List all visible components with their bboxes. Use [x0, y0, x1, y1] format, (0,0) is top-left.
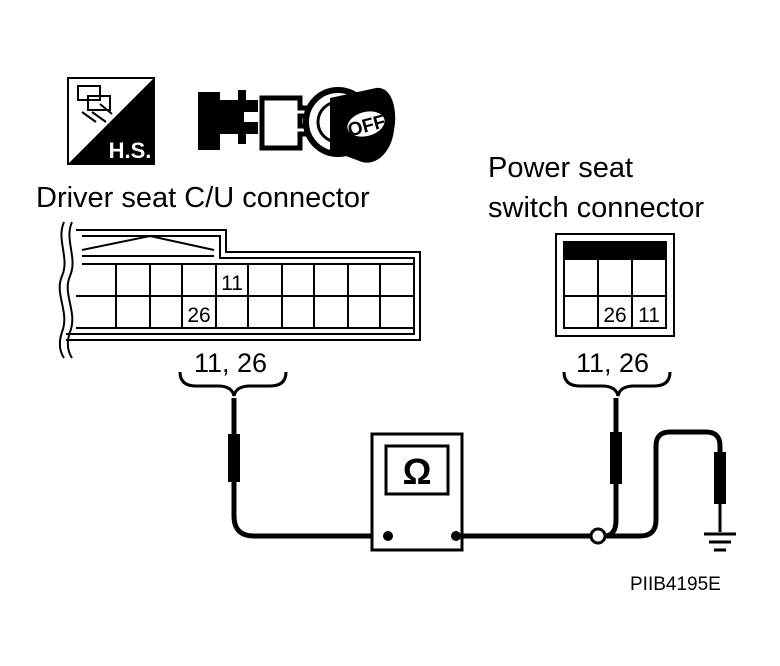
disconnect-connector-icon: [198, 90, 321, 151]
ground-symbol: [704, 532, 736, 552]
switch-terminal-26: 26: [603, 304, 626, 327]
power-switch-title-line1: Power seat: [488, 152, 634, 184]
switch-pins-brace: [562, 371, 672, 397]
right-test-probe: [610, 398, 622, 484]
meter-terminal-right: [451, 531, 461, 541]
harness-side-text: H.S.: [109, 138, 152, 163]
ohmmeter: Ω: [370, 432, 464, 552]
switch-pins-label: 11, 26: [576, 348, 650, 378]
driver-terminal-26: 26: [187, 304, 210, 327]
driver-pins-brace: [178, 371, 288, 397]
figure-code: PIIB4195E: [630, 574, 721, 595]
connector-pictogram: [77, 85, 113, 123]
driver-seat-connector: 11 26: [58, 221, 421, 359]
power-seat-switch-connector: 26 11: [555, 233, 675, 337]
driver-connector-cavities: [76, 263, 414, 329]
switch-terminal-11: 11: [638, 304, 660, 327]
harness-side-icon: H.S.: [67, 77, 155, 165]
driver-connector-title: Driver seat C/U connector: [36, 182, 370, 214]
power-switch-title-line2: switch connector: [488, 192, 704, 224]
switch-connector-cavities: [564, 260, 666, 328]
ignition-off-icon: OFF: [303, 87, 396, 163]
meter-terminal-left: [383, 531, 393, 541]
driver-pins-label: 11, 26: [194, 348, 268, 378]
left-test-probe: [228, 398, 240, 482]
ground-probe: [714, 452, 726, 532]
ohm-symbol: Ω: [403, 451, 432, 492]
wire-junction: [589, 527, 607, 545]
wiring: [231, 398, 723, 539]
driver-terminal-11: 11: [221, 272, 243, 295]
